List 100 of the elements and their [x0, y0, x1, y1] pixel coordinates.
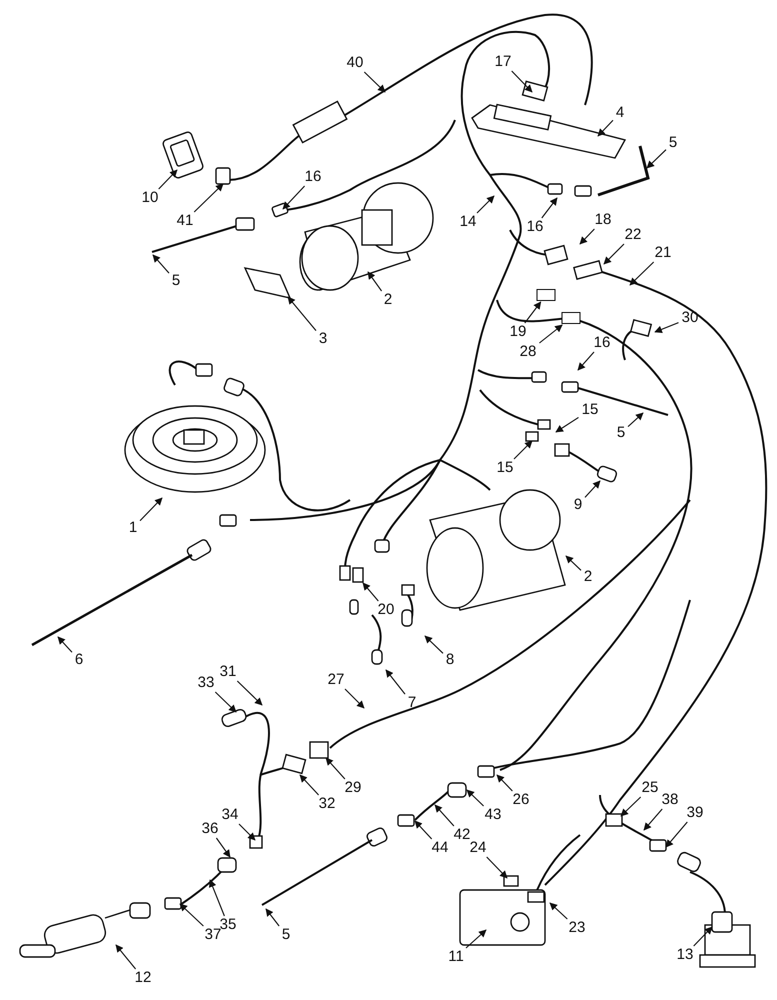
- leader-line: [476, 195, 495, 214]
- leader-line: [179, 903, 204, 926]
- callout-number: 3: [318, 331, 328, 347]
- leader-line: [486, 856, 508, 879]
- callout-number: 29: [344, 780, 362, 796]
- callout-number: 42: [452, 827, 472, 843]
- connector-icon: [562, 312, 580, 324]
- leader-line: [466, 789, 484, 806]
- leader-line: [514, 440, 533, 460]
- callout-number: 1: [128, 520, 138, 536]
- leader-line: [216, 838, 230, 858]
- callout-number: 16: [526, 219, 544, 235]
- callout-number: 13: [676, 947, 694, 963]
- leader-line: [549, 902, 568, 920]
- leader-line: [116, 944, 136, 970]
- leader-line: [57, 636, 72, 653]
- leader-line: [511, 70, 533, 93]
- callout-number: 27: [326, 672, 346, 688]
- callout-number: 16: [304, 169, 322, 185]
- callout-number: 5: [616, 425, 626, 441]
- leader-line: [140, 497, 163, 522]
- leader-line: [578, 352, 594, 371]
- leader-line: [414, 820, 432, 840]
- callout-number: 20: [376, 602, 396, 618]
- leader-line: [565, 555, 582, 571]
- leader-line: [209, 879, 225, 916]
- leader-line: [266, 908, 280, 926]
- callout-number: 5: [170, 273, 182, 289]
- callout-number: 6: [74, 652, 84, 668]
- leader-line: [288, 296, 316, 331]
- leader-line: [152, 254, 170, 274]
- callout-number: 25: [640, 780, 660, 796]
- leader-line: [644, 808, 663, 831]
- leader-line: [238, 824, 256, 841]
- leader-line: [654, 322, 679, 333]
- callout-number: 33: [196, 675, 216, 691]
- callout-number: 36: [200, 821, 220, 837]
- callout-number: 19: [508, 324, 528, 340]
- callout-number: 43: [484, 807, 502, 823]
- callout-number: 24: [468, 840, 488, 856]
- callout-number: 41: [176, 213, 194, 229]
- leader-line: [434, 804, 454, 826]
- leader-line: [584, 480, 601, 498]
- leader-line: [236, 680, 263, 706]
- leader-line: [603, 244, 624, 265]
- callout-number: 32: [318, 796, 336, 812]
- callout-number: 21: [654, 245, 672, 261]
- leader-line: [597, 120, 614, 137]
- callout-number: 15: [580, 402, 600, 418]
- leader-line: [299, 774, 319, 796]
- callout-number: 14: [458, 214, 478, 230]
- leader-line: [541, 197, 558, 218]
- connector-icon: [536, 289, 556, 301]
- leader-line: [214, 692, 237, 713]
- callout-number: 2: [582, 569, 594, 585]
- callout-number: 10: [140, 190, 160, 206]
- callout-number: 38: [660, 792, 680, 808]
- callout-number: 26: [512, 792, 530, 808]
- leader-line: [539, 324, 563, 344]
- leader-line: [194, 183, 224, 212]
- callout-number: 11: [447, 949, 465, 965]
- leader-line: [364, 72, 386, 93]
- leader-line: [325, 757, 346, 780]
- leader-line: [386, 669, 406, 694]
- leader-line: [368, 271, 382, 292]
- leader-line: [555, 416, 579, 432]
- callout-number: 18: [594, 212, 612, 228]
- leader-line: [629, 262, 654, 286]
- leader-line: [646, 149, 666, 169]
- leader-line: [693, 926, 713, 946]
- callout-number: 12: [134, 970, 152, 986]
- callout-number: 44: [430, 840, 450, 856]
- callout-number: 39: [686, 805, 704, 821]
- callout-number: 8: [444, 652, 456, 668]
- leader-line: [466, 929, 487, 948]
- callout-number: 5: [668, 135, 678, 151]
- leader-line: [524, 301, 542, 324]
- leader-line: [158, 169, 178, 190]
- leader-line: [579, 228, 595, 245]
- callout-number: 22: [624, 227, 642, 243]
- callout-number: 28: [518, 344, 538, 360]
- callout-number: 23: [568, 920, 586, 936]
- leader-line: [628, 412, 644, 427]
- callout-number: 17: [494, 54, 512, 70]
- callout-number: 15: [496, 460, 514, 476]
- callout-number: 4: [614, 105, 626, 121]
- callout-number: 16: [592, 335, 612, 351]
- callout-number: 2: [382, 292, 394, 308]
- leader-line: [424, 635, 444, 654]
- leader-line: [496, 774, 513, 792]
- leader-line: [666, 822, 688, 848]
- callout-number: 5: [280, 927, 292, 943]
- callout-number: 34: [220, 807, 240, 823]
- leader-line: [362, 582, 379, 602]
- callout-number: 31: [218, 664, 238, 680]
- callout-number: 9: [572, 497, 584, 513]
- leader-line: [620, 796, 642, 817]
- callout-number: 7: [406, 695, 418, 711]
- leader-line: [344, 688, 365, 709]
- leader-line: [282, 186, 305, 210]
